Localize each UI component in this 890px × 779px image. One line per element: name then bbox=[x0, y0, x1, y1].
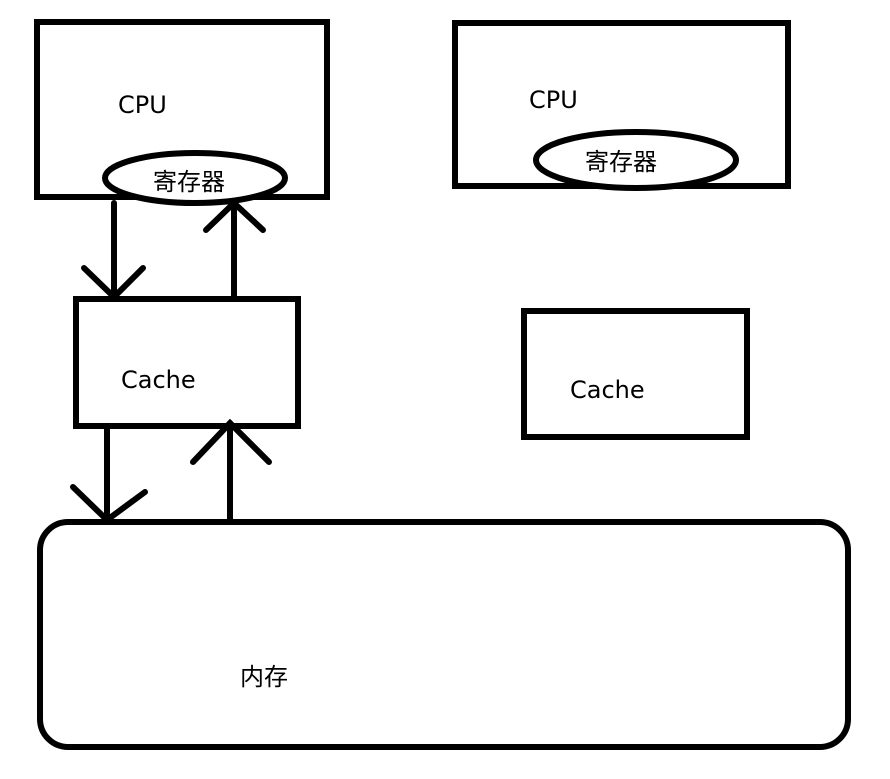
right-cpu-label: CPU bbox=[529, 86, 578, 114]
arrow-cache-to-register bbox=[203, 198, 266, 300]
arrow-memory-to-cache bbox=[190, 418, 272, 525]
memory-group: 内存 bbox=[37, 519, 851, 750]
memory-label: 内存 bbox=[240, 663, 288, 691]
arrow-cache-to-memory bbox=[70, 425, 148, 524]
right-register-label: 寄存器 bbox=[585, 148, 657, 176]
left-cpu-label: CPU bbox=[118, 91, 167, 119]
right-cache-label: Cache bbox=[570, 376, 645, 404]
left-cache-box bbox=[73, 296, 301, 429]
right-register-ellipse bbox=[533, 129, 739, 191]
left-register-ellipse bbox=[102, 150, 288, 206]
left-cache-label: Cache bbox=[121, 366, 196, 394]
right-cpu-group: CPU 寄存器 bbox=[452, 20, 791, 191]
memory-box bbox=[37, 519, 851, 750]
arrow-register-to-cache bbox=[81, 200, 146, 302]
left-cache-group: Cache bbox=[73, 296, 301, 429]
left-cpu-group: CPU 寄存器 bbox=[34, 19, 330, 206]
right-cache-group: Cache bbox=[521, 308, 750, 440]
right-cache-box bbox=[521, 308, 750, 440]
left-register-label: 寄存器 bbox=[153, 168, 225, 196]
